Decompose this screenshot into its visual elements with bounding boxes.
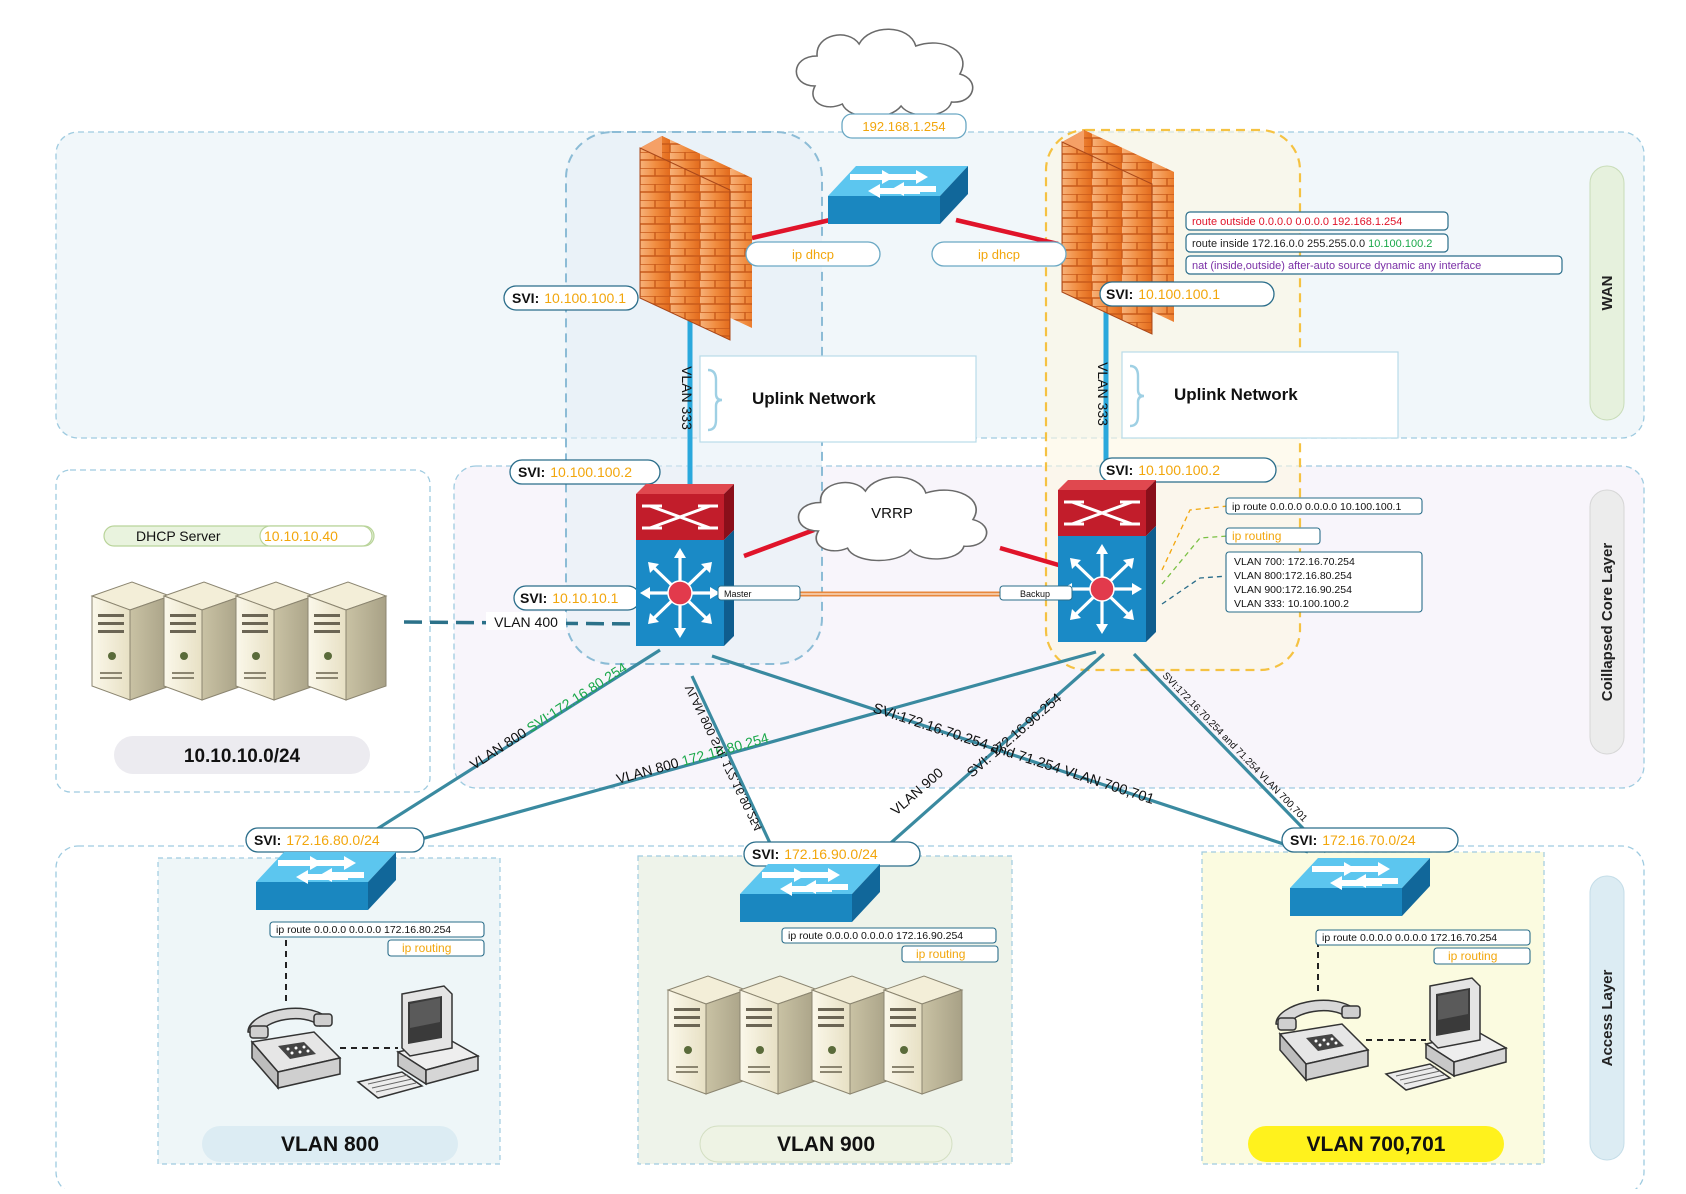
link-vlan900-left-core [690,675,778,857]
vlan700-name: VLAN 700,701 [1307,1133,1446,1156]
dhcp-server-rack [91,581,387,701]
server-icon [667,975,747,1095]
server-icon [811,975,891,1095]
core-left-svi-upper: SVI:10.100.100.2 [518,464,632,480]
route-outside-text: route outside 0.0.0.0 0.0.0.0 192.168.1.… [1192,216,1402,228]
server-icon [91,581,171,701]
core-switch-master-icon [634,482,736,648]
core-right-ip-routing: ip routing [1232,529,1281,543]
link-vlan800-left-core [365,648,661,838]
link-vlan700-right-core [1132,652,1328,854]
wan-layer-tag: WAN [1589,165,1625,421]
server-icon [235,581,315,701]
uplink-network-left-label: Uplink Network [752,389,876,408]
access-switch-900-icon [740,864,880,922]
server-icon [307,581,387,701]
fw-right-dhcp-label: ip dhcp [978,247,1020,262]
dhcp-subnet-label: 10.10.10.0/24 [184,746,301,767]
wan-switch-icon [828,166,968,224]
core-right-ip-route: ip route 0.0.0.0 0.0.0.0 10.100.100.1 [1232,501,1401,513]
sw900-route: ip route 0.0.0.0 0.0.0.0 172.16.90.254 [788,930,963,942]
sw800-route: ip route 0.0.0.0 0.0.0.0 172.16.80.254 [276,924,451,936]
core-vlan-700: VLAN 700: 172.16.70.254 [1234,556,1355,568]
core-vlan-333: VLAN 333: 10.100.100.2 [1234,598,1349,610]
link-vlan900-right-core [874,652,1106,858]
uplink-network-right-label: Uplink Network [1174,385,1298,404]
access-layer-tag: Access Layer [1589,875,1625,1161]
vlan400-label: VLAN 400 [494,614,558,630]
uplink-network-left: Uplink Network [699,355,977,443]
sw700-svi: SVI:172.16.70.0/24 [1290,832,1416,848]
nat-rule-text: nat (inside,outside) after-auto source d… [1192,260,1481,272]
vlan333-right-label: VLAN 333 [1095,362,1111,426]
link-wan-switch-to-fw-right [955,217,1059,247]
server-icon [163,581,243,701]
link-core-left-to-vrrp [743,527,815,559]
route-inside-nexthop: 10.100.100.2 [1368,238,1432,250]
vlan333-left-label: VLAN 333 [679,366,695,430]
sw900-svi: SVI:172.16.90.0/24 [752,846,878,862]
core-left-svi-lower: SVI:10.10.10.1 [520,590,619,606]
internet-gateway-ip: 192.168.1.254 [862,119,945,134]
route-inside-text: route inside 172.16.0.0 255.255.0.0 10.1… [1192,238,1432,250]
sw900-routing: ip routing [916,947,965,961]
core-layer-tag: Coillapsed Core Layer [1589,489,1625,755]
link-vrrp-to-core-right [999,545,1063,569]
sw800-routing: ip routing [402,941,451,955]
core-vlan-900: VLAN 900:172.16.90.254 [1234,584,1352,596]
vlan900-name: VLAN 900 [777,1133,875,1156]
vlan800-name: VLAN 800 [281,1133,379,1156]
vrrp-label: VRRP [871,505,913,522]
link-vlan700-left-core [711,654,1309,854]
fw-left-svi: SVI:10.100.100.1 [512,290,626,306]
wan-layer-label: WAN [1599,276,1616,311]
dhcp-server-ip: 10.10.10.40 [264,528,338,544]
server-icon [883,975,963,1095]
backup-label: Backup [1020,589,1050,599]
access-switch-800-icon [256,852,396,910]
server-icon [739,975,819,1095]
core-vlan-800: VLAN 800:172.16.80.254 [1234,570,1352,582]
sw700-routing: ip routing [1448,949,1497,963]
dhcp-server-label: DHCP Server [136,528,221,544]
link-fw-left-to-wan-switch [751,217,831,241]
sw800-svi: SVI:172.16.80.0/24 [254,832,380,848]
uplink-network-right: Uplink Network [1121,351,1399,439]
access-layer-label: Access Layer [1599,969,1616,1066]
master-label: Master [724,589,752,599]
link-vlan800-right-core [395,650,1097,848]
links [285,217,1426,1049]
core-right-svi: SVI:10.100.100.2 [1106,462,1220,478]
access-switch-700-icon [1290,858,1430,916]
fw-right-svi: SVI:10.100.100.1 [1106,286,1220,302]
sw700-route: ip route 0.0.0.0 0.0.0.0 172.16.70.254 [1322,932,1497,944]
core-switch-backup-icon [1056,478,1158,644]
core-layer-label: Coillapsed Core Layer [1599,543,1616,702]
internet-cloud [795,28,974,118]
fw-left-dhcp-label: ip dhcp [792,247,834,262]
